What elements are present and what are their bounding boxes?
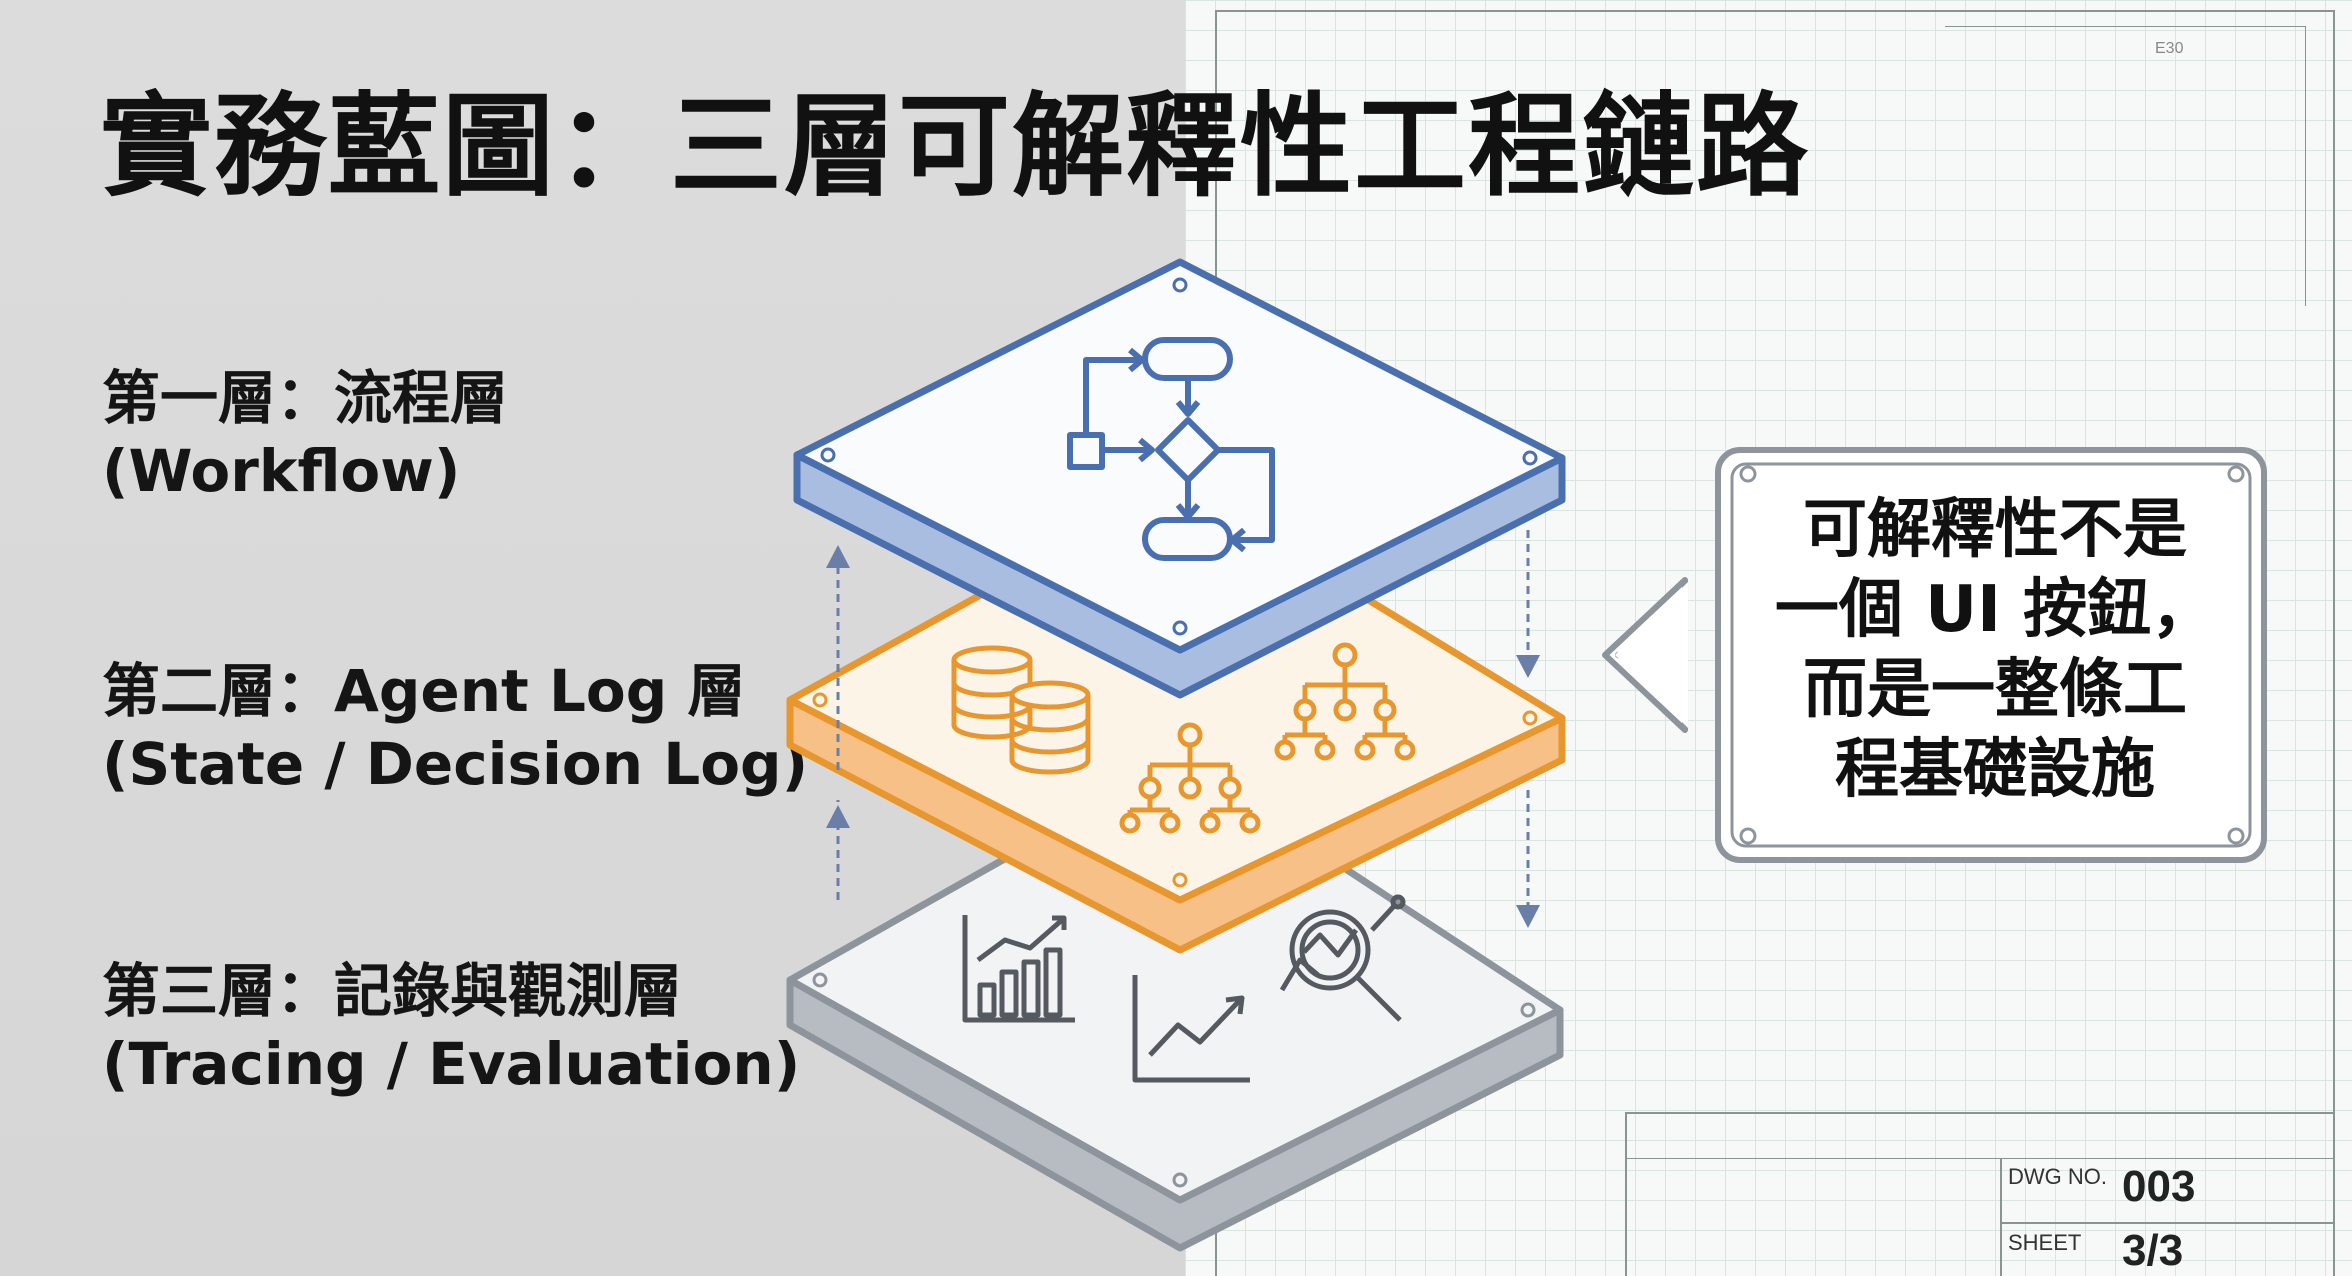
callout-box (1602, 447, 2267, 863)
corner-note: E30 (2155, 40, 2184, 57)
layer-label-3-sub: (Tracing / Evaluation) (102, 1029, 801, 1098)
layer-label-2-sub: (State / Decision Log) (102, 729, 809, 798)
hierarchy-icon-2 (1119, 722, 1261, 834)
page-title: 實務藍圖：三層可解釋性工程鏈路 (100, 82, 1810, 212)
line-chart-icon (1132, 975, 1250, 1083)
title-block-cell-left (2000, 1158, 2002, 1276)
blueprint-inner-right (2305, 26, 2306, 306)
title-block-row2 (1625, 1158, 2335, 1159)
database-icon (951, 645, 1091, 775)
sheet-label: SHEET (2008, 1230, 2082, 1255)
layer-label-2: 第二層：Agent Log 層 (State / Decision Log) (102, 655, 809, 800)
callout-line-2: 一個 UI 按鈕， (1774, 573, 2216, 647)
callout-line-4: 程基礎設施 (1835, 733, 2155, 807)
layer-label-1-sub: (Workflow) (102, 436, 461, 505)
layer-label-3-name: 第三層：記錄與觀測層 (102, 957, 683, 1025)
layer-label-3: 第三層：記錄與觀測層 (Tracing / Evaluation) (102, 955, 802, 1100)
title-block-top (1625, 1112, 2335, 1114)
bar-chart-icon (962, 915, 1075, 1023)
callout-text: 可解釋性不是 一個 UI 按鈕， 而是一整條工 程基礎設施 (1745, 490, 2245, 810)
layer-label-1-name: 第一層：流程層 (102, 364, 509, 432)
connector-arrows (836, 530, 1530, 920)
callout-line-3: 而是一整條工 (1803, 653, 2187, 727)
arrowheads (826, 545, 1540, 928)
blueprint-inner-top (1945, 26, 2305, 27)
blueprint-frame-top (1215, 10, 2335, 12)
hierarchy-icon (1274, 642, 1416, 761)
layer-1-plate (793, 258, 1566, 699)
title-block-cell-mid (2000, 1222, 2335, 1224)
title-block-left (1625, 1112, 1627, 1276)
sheet-value: 3/3 (2122, 1226, 2184, 1275)
dwg-no-label: DWG NO. (2008, 1164, 2107, 1189)
blueprint-frame-right (2333, 10, 2335, 1276)
flowchart-icon (1067, 337, 1275, 561)
layer-label-1: 第一層：流程層 (Workflow) (102, 362, 802, 507)
dwg-no-value: 003 (2122, 1162, 2196, 1211)
magnifier-chart-icon (1279, 894, 1406, 1022)
callout-line-1: 可解釋性不是 (1803, 493, 2187, 567)
layer-label-2-name: 第二層：Agent Log 層 (102, 657, 746, 725)
